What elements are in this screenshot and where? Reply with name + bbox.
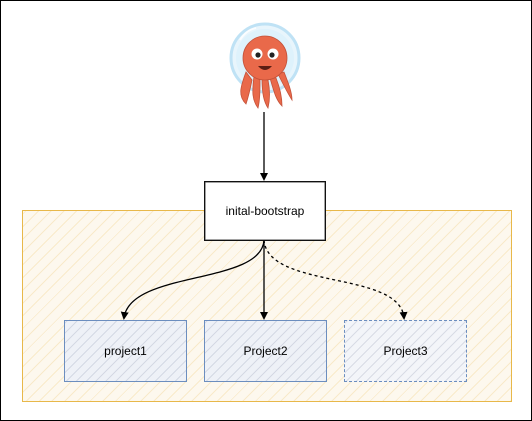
inital-bootstrap-node[interactable]: inital-bootstrap [204,181,326,241]
inital-bootstrap-label: inital-bootstrap [225,204,305,218]
project1-node[interactable]: project1 [64,320,187,382]
project3-label: Project3 [383,344,428,358]
project2-node[interactable]: Project2 [204,320,327,382]
project1-label: project1 [104,344,147,358]
project2-label: Project2 [243,344,288,358]
project3-node[interactable]: Project3 [344,320,467,382]
